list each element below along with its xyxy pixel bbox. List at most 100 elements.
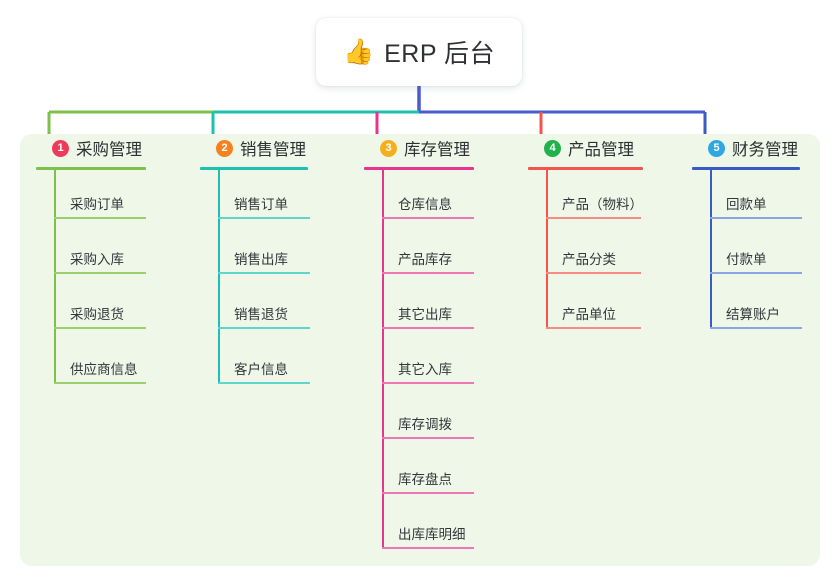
leaf-item-rule: [710, 272, 802, 274]
column-2: 2 销售管理销售订单销售出库销售退货客户信息: [200, 134, 313, 390]
column-items-4: 产品（物料） 产品分类产品单位: [546, 170, 646, 335]
leaf-item[interactable]: 付款单: [710, 225, 805, 280]
leaf-item[interactable]: 销售出库: [218, 225, 313, 280]
root-node[interactable]: 👍 ERP 后台: [316, 18, 522, 86]
leaf-item-label: 产品库存: [398, 252, 452, 267]
leaf-item-rule: [218, 327, 310, 329]
leaf-item-label: 产品分类: [562, 252, 616, 267]
leaf-item[interactable]: 产品库存: [382, 225, 477, 280]
leaf-item-label: 采购订单: [70, 197, 124, 212]
leaf-item-rule: [218, 382, 310, 384]
column-1: 1 采购管理采购订单采购入库采购退货供应商信息: [36, 134, 154, 390]
leaf-item-rule: [382, 547, 474, 549]
leaf-item[interactable]: 出库库明细: [382, 500, 477, 555]
leaf-item-label: 销售订单: [234, 197, 288, 212]
column-rule-1: [36, 167, 146, 170]
column-title-1: 采购管理: [76, 141, 142, 159]
leaf-item-rule: [54, 217, 146, 219]
column-header-5[interactable]: 5 财务管理: [692, 134, 805, 162]
column-title-3: 库存管理: [404, 141, 470, 159]
leaf-item-rule: [218, 272, 310, 274]
leaf-item-label: 采购退货: [70, 307, 124, 322]
column-rule-2: [200, 167, 308, 170]
column-badge-1: 1: [52, 139, 69, 157]
leaf-item-label: 其它出库: [398, 307, 452, 322]
leaf-item-label: 仓库信息: [398, 197, 452, 212]
leaf-item-label: 采购入库: [70, 252, 124, 267]
column-header-1[interactable]: 1 采购管理: [36, 134, 154, 162]
column-badge-3: 3: [380, 139, 397, 157]
leaf-item[interactable]: 结算账户: [710, 280, 805, 335]
leaf-item-rule: [382, 437, 474, 439]
leaf-item-rule: [546, 217, 641, 219]
leaf-item[interactable]: 采购退货: [54, 280, 154, 335]
leaf-item[interactable]: 回款单: [710, 170, 805, 225]
column-title-2: 销售管理: [240, 141, 306, 159]
column-5: 5 财务管理回款单付款单结算账户: [692, 134, 805, 335]
leaf-item-label: 回款单: [726, 197, 767, 212]
leaf-item[interactable]: 其它入库: [382, 335, 477, 390]
leaf-item[interactable]: 采购入库: [54, 225, 154, 280]
column-header-3[interactable]: 3 库存管理: [364, 134, 477, 162]
leaf-item[interactable]: 供应商信息: [54, 335, 154, 390]
column-badge-2: 2: [216, 139, 233, 157]
leaf-item[interactable]: 产品（物料）: [546, 170, 646, 225]
column-rule-4: [528, 167, 643, 170]
column-title-5: 财务管理: [732, 141, 798, 159]
leaf-item[interactable]: 产品分类: [546, 225, 646, 280]
leaf-item[interactable]: 其它出库: [382, 280, 477, 335]
leaf-item-label: 供应商信息: [70, 362, 138, 377]
leaf-item-rule: [54, 327, 146, 329]
column-rule-5: [692, 167, 800, 170]
column-items-3: 仓库信息产品库存其它出库其它入库库存调拨库存盘点出库库明细: [382, 170, 477, 555]
leaf-item-rule: [382, 217, 474, 219]
leaf-item-rule: [710, 217, 802, 219]
root-node-title: ERP 后台: [384, 40, 496, 68]
column-badge-5: 5: [708, 139, 725, 157]
column-trunk-2: [218, 170, 220, 384]
leaf-item-label: 付款单: [726, 252, 767, 267]
leaf-item[interactable]: 仓库信息: [382, 170, 477, 225]
column-rule-3: [364, 167, 474, 170]
leaf-item-rule: [54, 272, 146, 274]
leaf-item-label: 销售退货: [234, 307, 288, 322]
leaf-item[interactable]: 采购订单: [54, 170, 154, 225]
leaf-item-rule: [382, 272, 474, 274]
leaf-item-rule: [54, 382, 146, 384]
leaf-item-rule: [710, 327, 802, 329]
diagram-panel: [20, 134, 820, 566]
column-trunk-4: [546, 170, 548, 329]
column-trunk-3: [382, 170, 384, 549]
leaf-item-rule: [218, 217, 310, 219]
column-items-5: 回款单付款单结算账户: [710, 170, 805, 335]
leaf-item-label: 出库库明细: [398, 527, 466, 542]
column-header-2[interactable]: 2 销售管理: [200, 134, 313, 162]
leaf-item-rule: [546, 272, 641, 274]
leaf-item-label: 库存调拨: [398, 417, 452, 432]
column-items-2: 销售订单销售出库销售退货客户信息: [218, 170, 313, 390]
column-header-4[interactable]: 4 产品管理: [528, 134, 646, 162]
leaf-item-rule: [382, 492, 474, 494]
leaf-item-rule: [382, 382, 474, 384]
leaf-item-label: 销售出库: [234, 252, 288, 267]
leaf-item[interactable]: 销售退货: [218, 280, 313, 335]
leaf-item-label: 结算账户: [726, 307, 780, 322]
leaf-item-rule: [546, 327, 641, 329]
leaf-item[interactable]: 销售订单: [218, 170, 313, 225]
column-trunk-1: [54, 170, 56, 384]
thumbs-up-icon: 👍: [342, 37, 375, 66]
leaf-item[interactable]: 库存调拨: [382, 390, 477, 445]
leaf-item-label: 产品（物料）: [562, 197, 643, 212]
leaf-item[interactable]: 库存盘点: [382, 445, 477, 500]
column-badge-4: 4: [544, 139, 561, 157]
column-trunk-5: [710, 170, 712, 329]
leaf-item-label: 产品单位: [562, 307, 616, 322]
leaf-item-rule: [382, 327, 474, 329]
leaf-item[interactable]: 产品单位: [546, 280, 646, 335]
column-title-4: 产品管理: [568, 141, 634, 159]
leaf-item-label: 其它入库: [398, 362, 452, 377]
leaf-item-label: 库存盘点: [398, 472, 452, 487]
column-items-1: 采购订单采购入库采购退货供应商信息: [54, 170, 154, 390]
column-3: 3 库存管理仓库信息产品库存其它出库其它入库库存调拨库存盘点出库库明细: [364, 134, 477, 555]
leaf-item[interactable]: 客户信息: [218, 335, 313, 390]
